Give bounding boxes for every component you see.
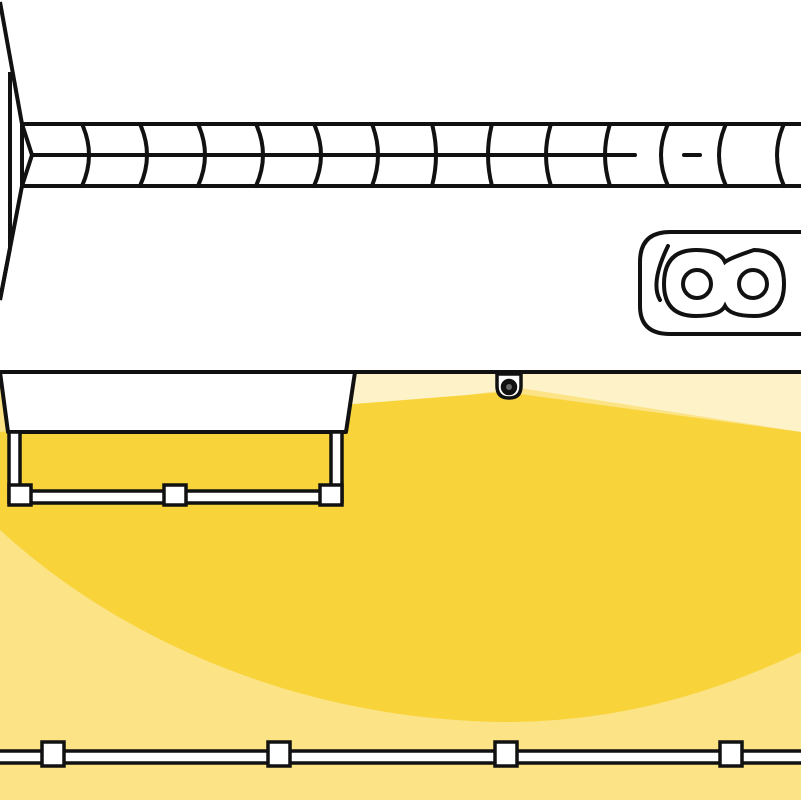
table-frame: [7, 430, 344, 507]
camera-icon: [495, 372, 523, 400]
wall-left-inner-2: [0, 247, 12, 301]
floor-railing: [0, 740, 801, 768]
railing-post: [718, 740, 744, 768]
railing-post: [40, 740, 66, 768]
frame-joint: [318, 483, 344, 507]
power-outlet-icon: [638, 230, 801, 336]
light-cone: [0, 392, 801, 722]
railing-post: [266, 740, 292, 768]
railing-post: [493, 740, 519, 768]
light-glare: [352, 372, 801, 432]
frame-joint: [162, 483, 188, 507]
counter-side: [0, 370, 357, 434]
frame-joint: [7, 483, 33, 507]
light-rail: [20, 122, 801, 188]
